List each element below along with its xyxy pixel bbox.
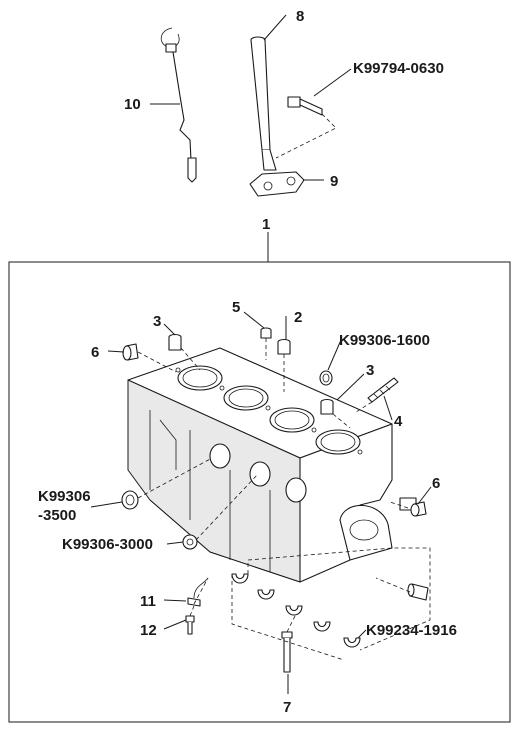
callout-k99794-0630: K99794-0630 [353,60,444,77]
dowel-pin-5 [260,327,272,339]
callout-12: 12 [140,622,157,639]
plug-6-right [410,501,427,517]
oil-jet-11 [187,577,209,607]
dowel-rear [407,583,429,601]
plug-6-left [122,343,139,361]
plug-k99306-3500 [121,490,139,510]
main-bearing-caps [231,573,361,648]
callout-9: 9 [330,173,338,190]
callout-8: 8 [296,8,304,25]
callout-3-left: 3 [153,313,161,330]
callout-k99306-3000: K99306-3000 [62,536,153,553]
plug-k99306-1600 [319,370,333,386]
tube-bracket [249,171,305,197]
dowel-3-left [168,333,182,351]
stud-4 [367,377,399,403]
callout-3-right: 3 [366,362,374,379]
dowel-2 [277,338,291,355]
callout-4: 4 [394,413,403,430]
callout-5: 5 [232,299,240,316]
callout-k99306-3500-line2: -3500 [38,507,76,524]
callout-11: 11 [140,593,156,610]
bracket-bolt [275,96,337,159]
cylinder-block-frame [8,261,511,723]
callout-1: 1 [262,216,270,233]
callout-10: 10 [124,96,141,113]
dipstick-guide-tube [250,36,277,171]
callout-k99234-1916: K99234-1916 [366,622,457,639]
callout-k99306-1600: K99306-1600 [339,332,430,349]
callout-7: 7 [283,699,291,716]
callout-2: 2 [294,309,302,326]
callout-6-right: 6 [432,475,440,492]
bolt-12 [185,615,195,635]
dowel-3-right [320,398,334,415]
plug-k99306-3000 [182,534,198,550]
oil-dipstick [160,27,197,183]
bolt-7 [281,631,293,673]
callout-k99306-3500-line1: K99306 [38,488,91,505]
cylinder-block [127,347,417,583]
callout-6-left: 6 [91,344,99,361]
